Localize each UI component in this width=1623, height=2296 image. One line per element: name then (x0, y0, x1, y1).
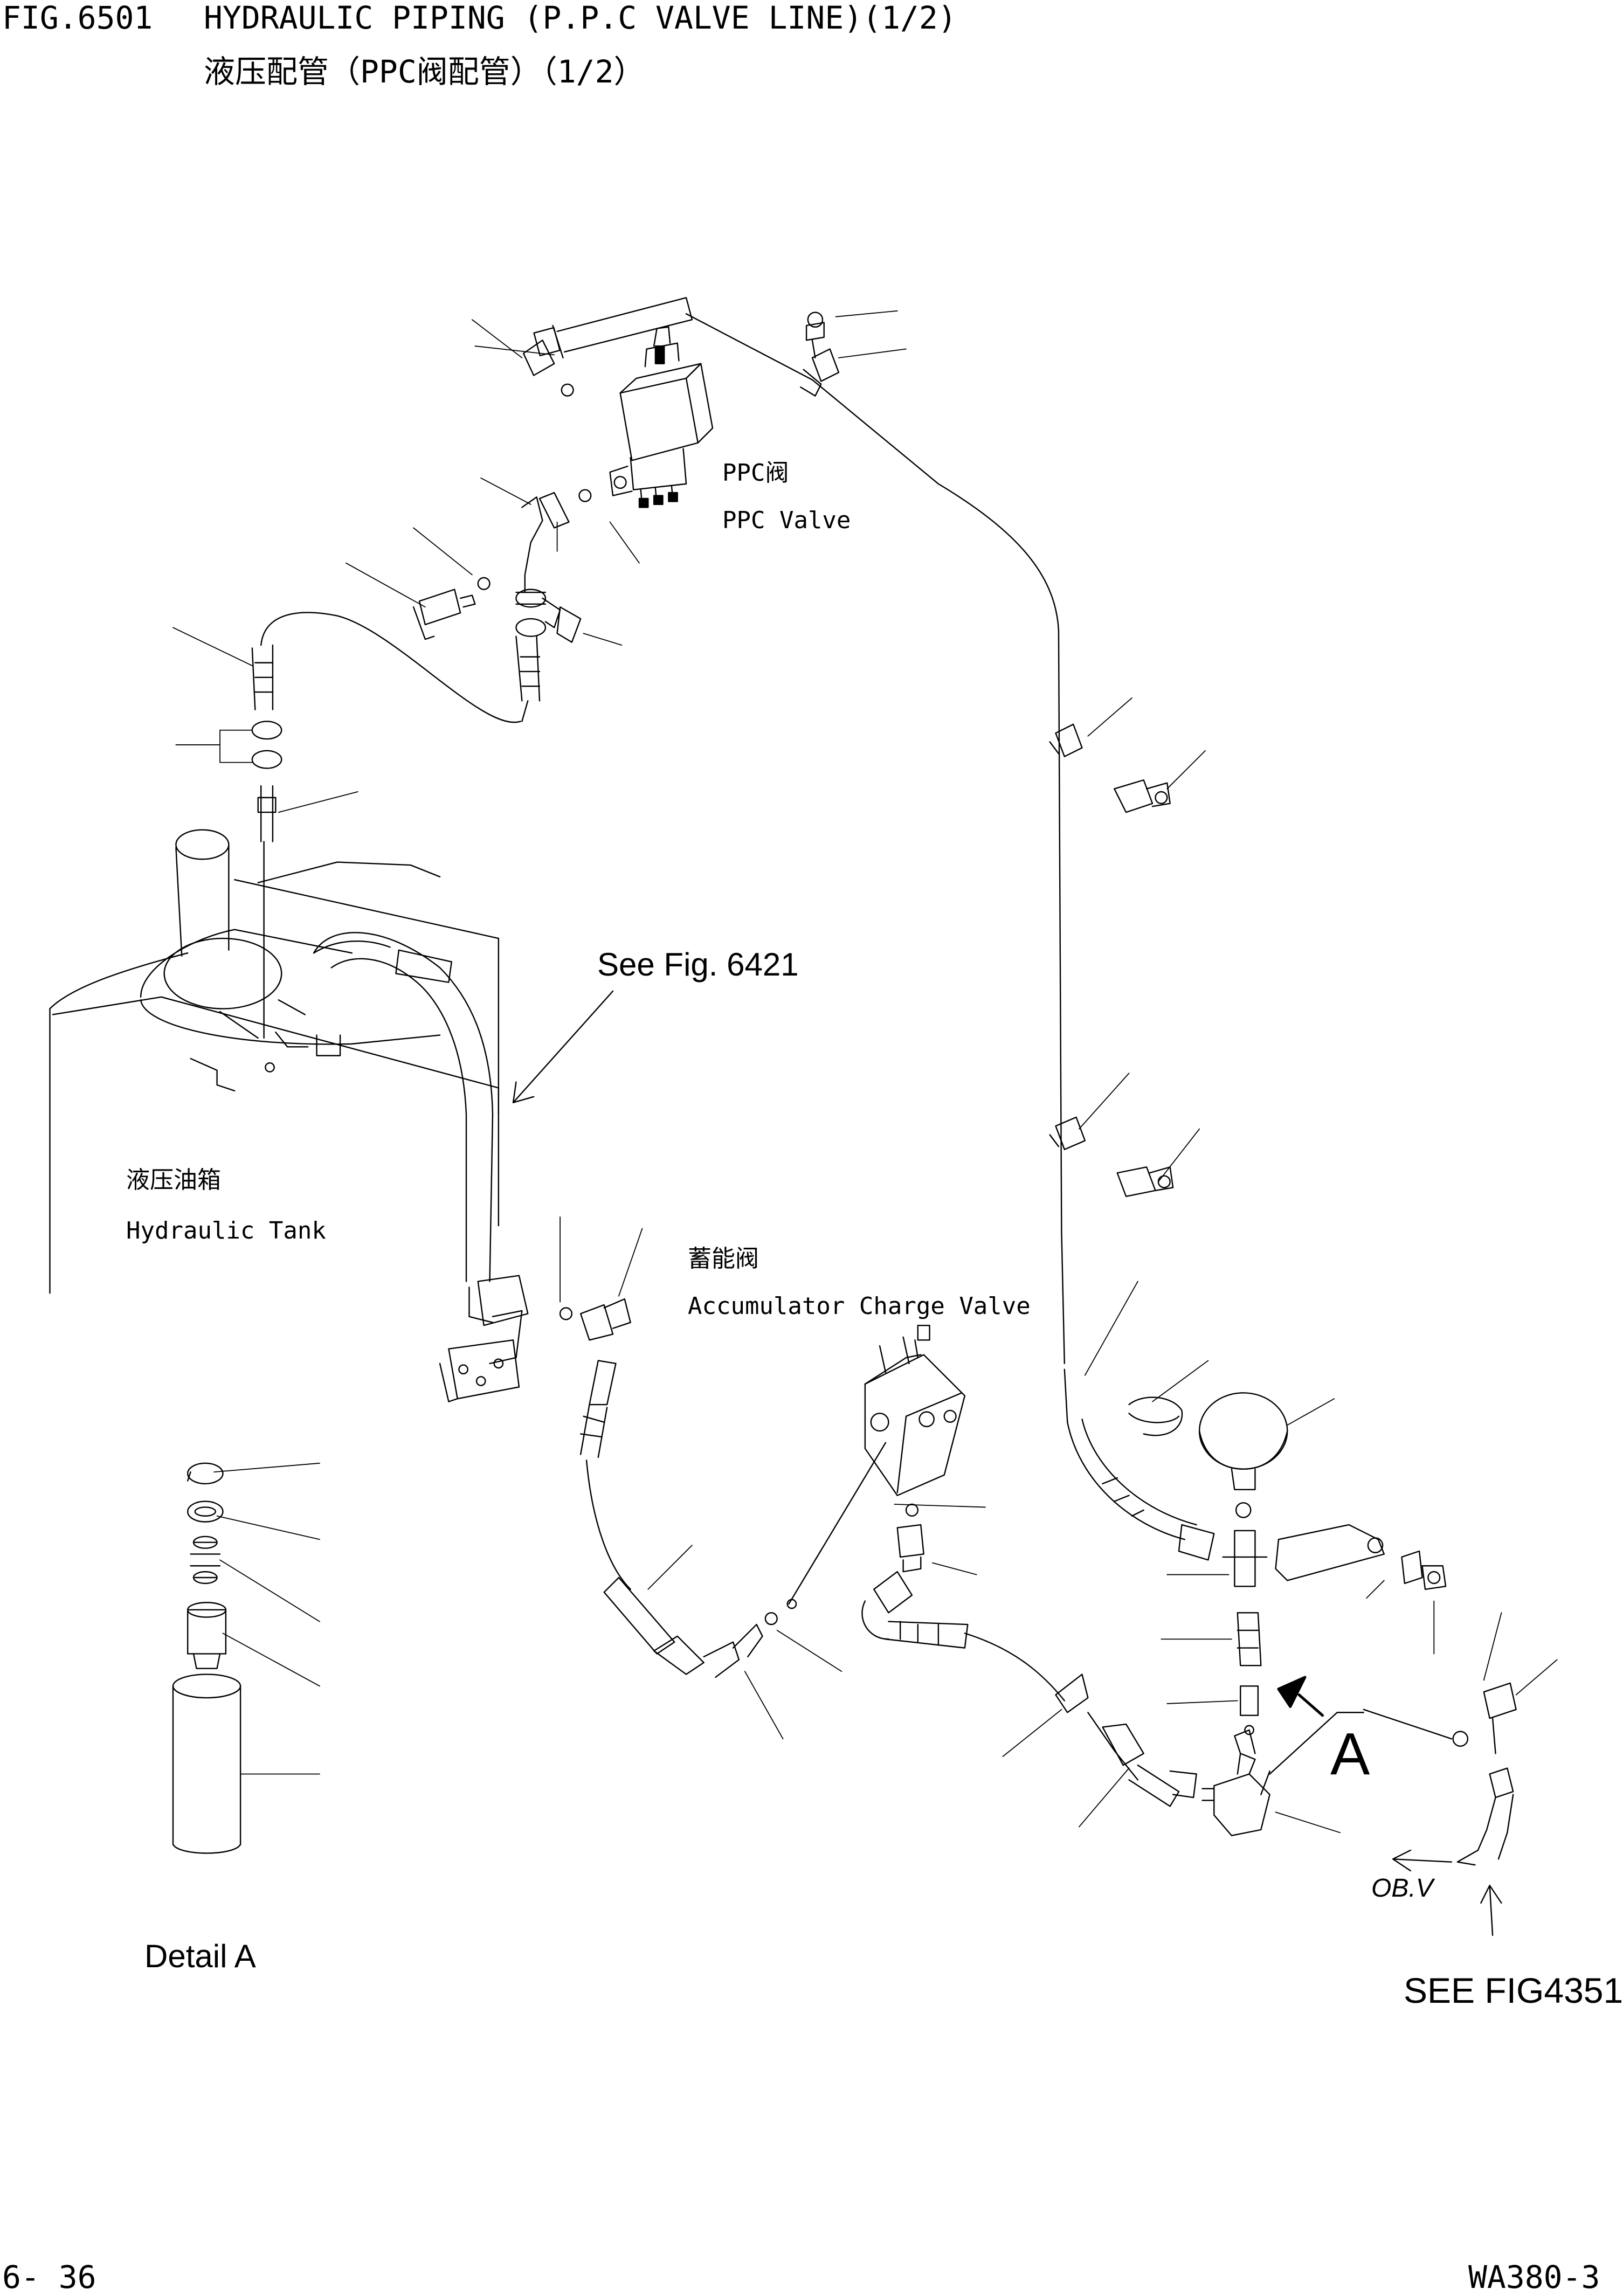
accumulator-charge-valve (789, 1325, 964, 1604)
figure-number: FIG.6501 (2, 0, 153, 36)
obv-arrow (1393, 1859, 1452, 1862)
see-fig-4351-arrow (1490, 1885, 1493, 1935)
figure-title-en: HYDRAULIC PIPING (P.P.C VALVE LINE)(1/2) (204, 0, 957, 36)
leader-lines (173, 311, 1557, 1833)
ppc-valve-label-cn: PPC阀 (722, 459, 789, 487)
valve-outlet-line (862, 1504, 1223, 1806)
right-vertical-pipe (800, 313, 1214, 1560)
see-fig-6421-leader (513, 991, 613, 1103)
hydraulic-tank-label-cn: 液压油箱 (126, 1166, 221, 1194)
accumulator (1129, 1393, 1446, 1589)
ppc-valve-label-en: PPC Valve (722, 507, 851, 534)
detail-a-arrow (1279, 1677, 1323, 1716)
detail-a-parts (173, 1463, 240, 1854)
accumulator-supply-hose (560, 1299, 796, 1677)
see-fig-4351-label: SEE FIG4351 (1404, 1970, 1623, 2010)
figure-title-cn: 液压配管（PPC阀配管）（1/2） (204, 53, 645, 90)
hydraulic-tank (50, 830, 498, 1294)
ppc-valve (610, 327, 713, 508)
filter-stack (1238, 1613, 1261, 1734)
hydraulic-tank-label-en: Hydraulic Tank (126, 1217, 326, 1244)
tee-block (1214, 1712, 1363, 1835)
see-fig-6421-label: See Fig. 6421 (597, 946, 799, 983)
tank-return-line (252, 613, 521, 1038)
ppc-top-hose (523, 298, 812, 396)
tank-suction-pipe (314, 932, 528, 1401)
ob-v-label: OB.V (1371, 1874, 1433, 1903)
page-number: 6- 36 (2, 2259, 96, 2295)
ppc-middle-fittings (413, 490, 591, 722)
detail-a-label: Detail A (144, 1938, 256, 1974)
pressure-switch (1364, 1683, 1516, 1865)
accumulator-valve-label-cn: 蓄能阀 (688, 1245, 759, 1273)
accumulator-valve-label-en: Accumulator Charge Valve (688, 1292, 1031, 1320)
model-number: WA380-3 (1468, 2259, 1600, 2295)
callout-a-label: A (1330, 1721, 1370, 1787)
